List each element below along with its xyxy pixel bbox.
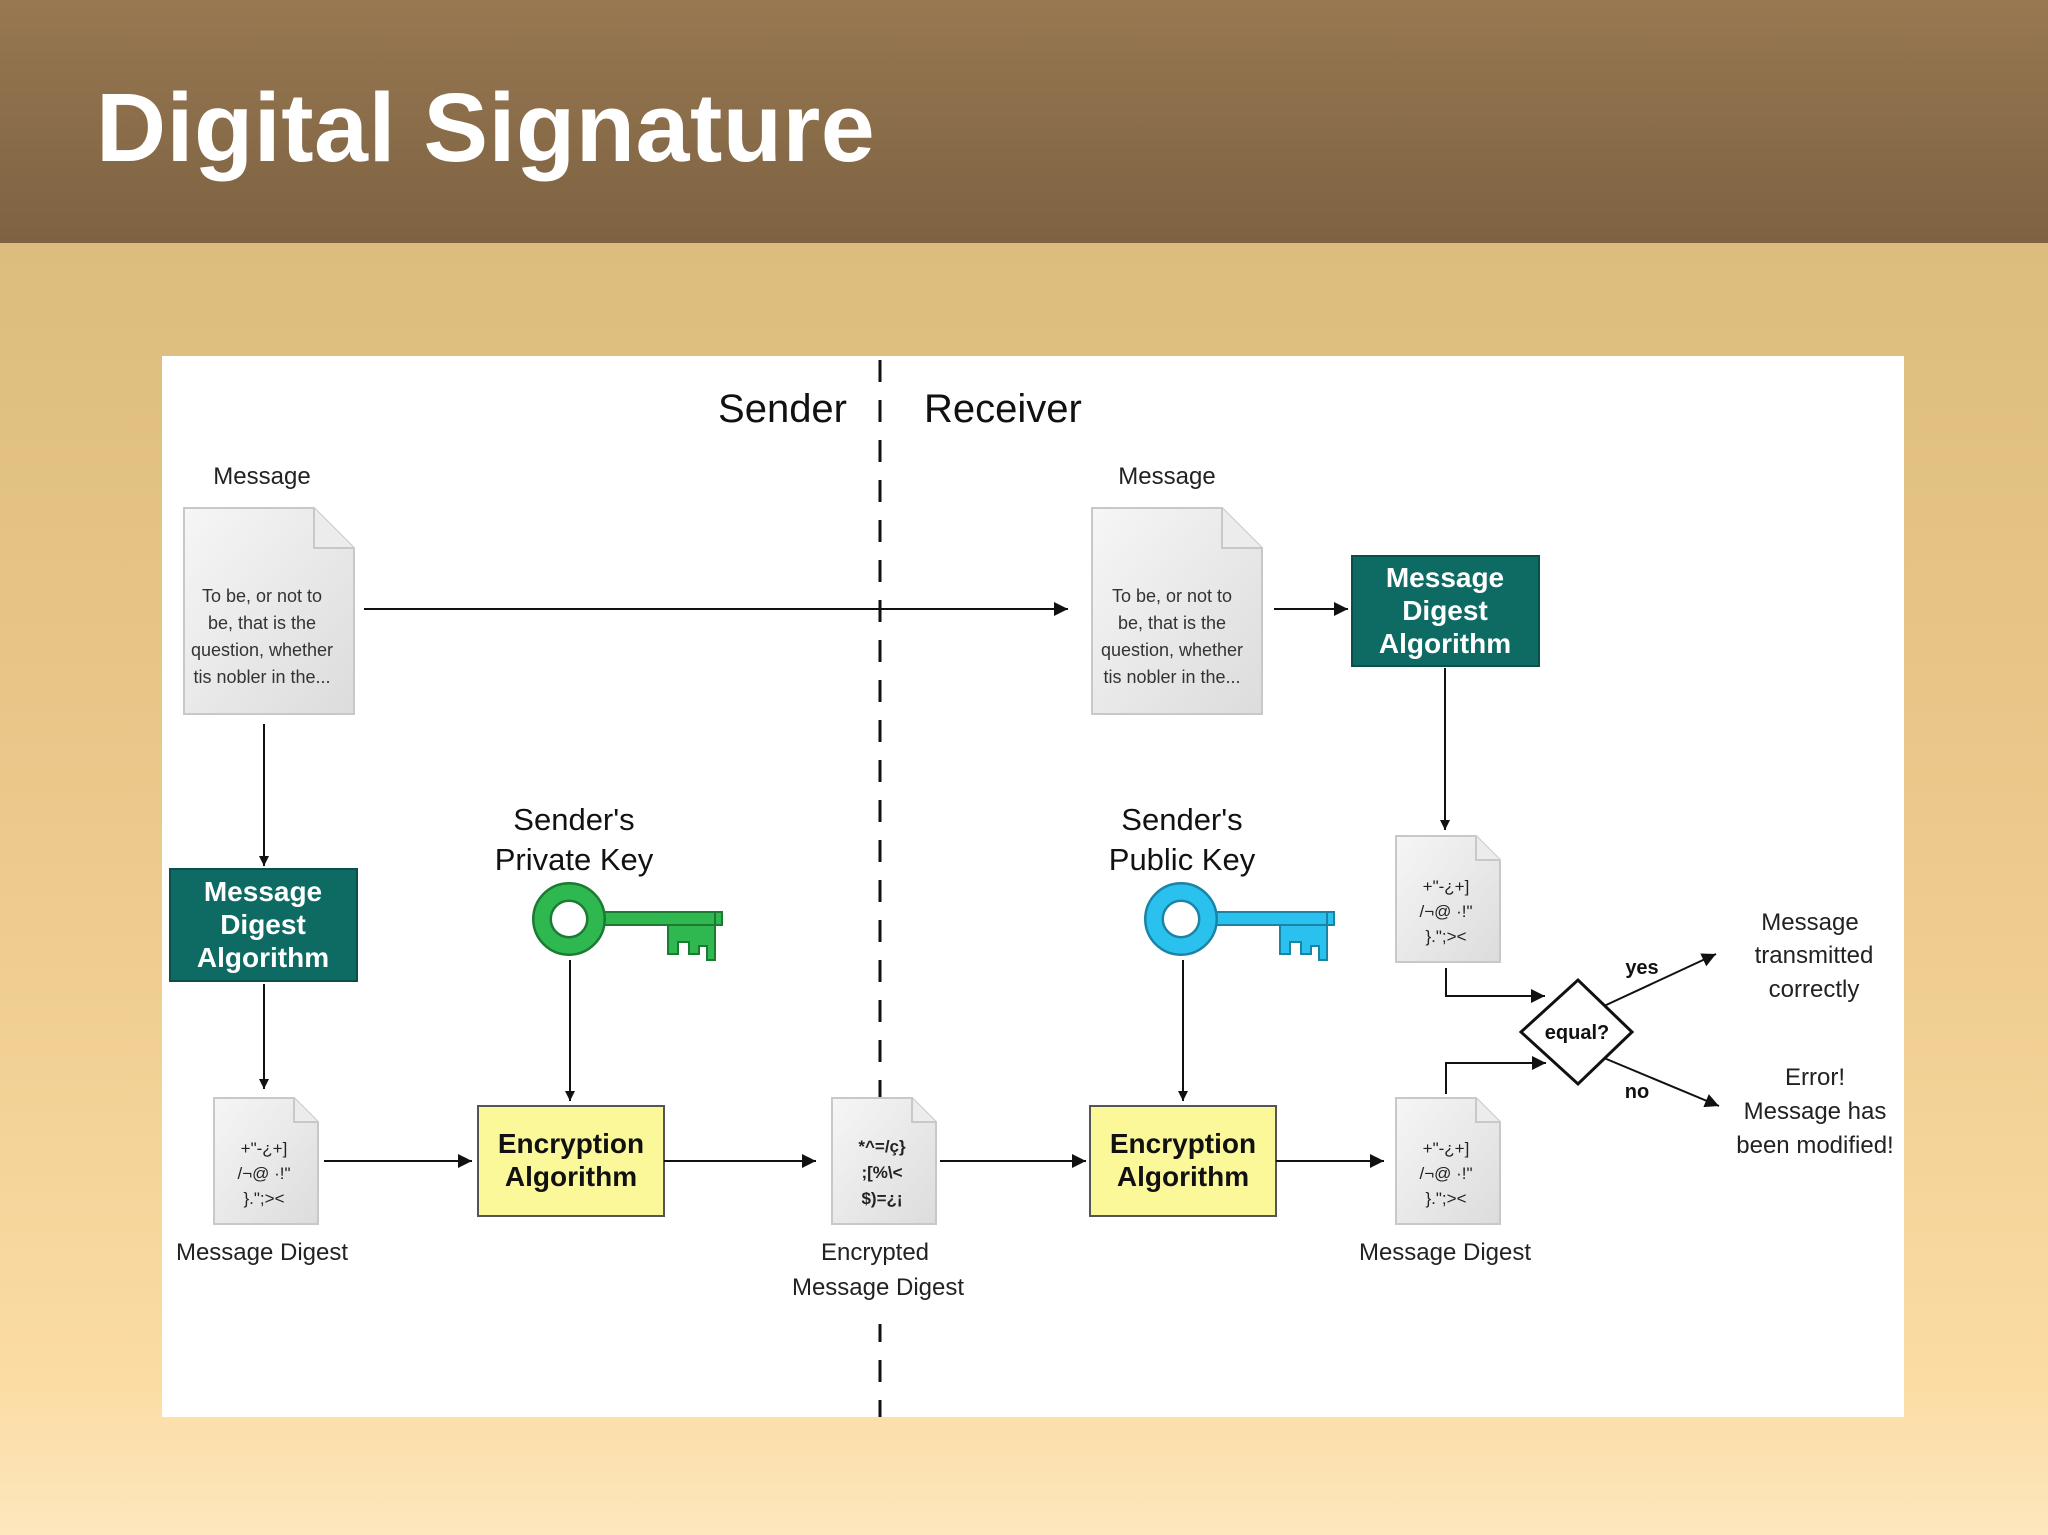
svg-text:/¬@ ·!": /¬@ ·!" xyxy=(1419,902,1472,921)
public-key-icon xyxy=(1144,882,1335,961)
digital-signature-diagram: Sender Receiver Message To be, or not to… xyxy=(169,360,1894,1417)
svg-text:Algorithm: Algorithm xyxy=(505,1161,637,1192)
title-bar: Digital Signature xyxy=(0,0,2048,243)
sender-message-label: Message xyxy=(213,463,310,490)
encrypted-label: Encrypted xyxy=(821,1239,929,1266)
arrow-yes xyxy=(1603,953,1717,1007)
receiver-digest-label: Message Digest xyxy=(1359,1239,1531,1266)
sender-mda-box: Message Digest Algorithm xyxy=(169,868,358,982)
encrypted-label: Message Digest xyxy=(792,1274,964,1301)
svg-text:*^=/ç}: *^=/ç} xyxy=(858,1137,906,1156)
public-key-label: Sender's xyxy=(1121,802,1242,837)
ok-text: correctly xyxy=(1769,976,1860,1003)
error-text: Message has xyxy=(1744,1098,1887,1125)
svg-text:}.";><: }.";>< xyxy=(1425,1189,1466,1208)
svg-text:/¬@ ·!": /¬@ ·!" xyxy=(1419,1164,1472,1183)
encrypted-digest-document: *^=/ç} ;[%\< $)=¿¡ xyxy=(831,1097,937,1225)
svg-text:Message: Message xyxy=(1386,562,1504,593)
svg-text:;[%\<: ;[%\< xyxy=(861,1163,902,1182)
message-line: question, whether xyxy=(1101,640,1243,660)
private-key-icon xyxy=(532,882,723,961)
ok-text: transmitted xyxy=(1755,942,1874,969)
equal-label: equal? xyxy=(1545,1022,1609,1044)
svg-text:}.";><: }.";>< xyxy=(243,1189,284,1208)
receiver-digest-document-bottom: +"-¿+] /¬@ ·!" }.";>< xyxy=(1395,1097,1501,1225)
svg-text:Algorithm: Algorithm xyxy=(1117,1161,1249,1192)
sender-digest-document: +"-¿+] /¬@ ·!" }.";>< xyxy=(213,1097,319,1225)
svg-text:Message: Message xyxy=(204,876,322,907)
receiver-message-document: To be, or not to be, that is the questio… xyxy=(1091,507,1263,715)
svg-text:Encryption: Encryption xyxy=(1110,1128,1256,1159)
svg-text:+"-¿+]: +"-¿+] xyxy=(241,1139,288,1158)
svg-text:Digest: Digest xyxy=(1402,595,1488,626)
message-line: be, that is the xyxy=(208,613,316,633)
sender-encryption-box: Encryption Algorithm xyxy=(477,1105,665,1217)
receiver-encryption-box: Encryption Algorithm xyxy=(1089,1105,1277,1217)
yes-label: yes xyxy=(1625,957,1658,979)
message-line: tis nobler in the... xyxy=(193,667,330,687)
error-text: been modified! xyxy=(1736,1132,1893,1159)
message-line: To be, or not to xyxy=(1112,586,1232,606)
svg-text:Algorithm: Algorithm xyxy=(1379,628,1511,659)
message-line: To be, or not to xyxy=(202,586,322,606)
sender-label: Sender xyxy=(718,387,847,431)
diagram-panel: Sender Receiver Message To be, or not to… xyxy=(162,356,1904,1417)
svg-text:+"-¿+]: +"-¿+] xyxy=(1423,1139,1470,1158)
svg-text:$)=¿¡: $)=¿¡ xyxy=(861,1189,902,1208)
slide-title: Digital Signature xyxy=(96,73,876,182)
receiver-mda-box: Message Digest Algorithm xyxy=(1351,555,1540,667)
svg-text:Algorithm: Algorithm xyxy=(197,942,329,973)
no-label: no xyxy=(1625,1081,1649,1103)
receiver-label: Receiver xyxy=(924,387,1082,431)
arrow-bottom-digest-to-equal xyxy=(1445,1056,1546,1094)
receiver-message-label: Message xyxy=(1118,463,1215,490)
message-line: be, that is the xyxy=(1118,613,1226,633)
svg-text:}.";><: }.";>< xyxy=(1425,927,1466,946)
svg-text:+"-¿+]: +"-¿+] xyxy=(1423,877,1470,896)
message-line: tis nobler in the... xyxy=(1103,667,1240,687)
private-key-label: Sender's xyxy=(513,802,634,837)
error-text: Error! xyxy=(1785,1064,1845,1091)
arrow-top-digest-to-equal xyxy=(1445,968,1545,1003)
private-key-label: Private Key xyxy=(495,842,654,877)
svg-text:Encryption: Encryption xyxy=(498,1128,644,1159)
arrow-no xyxy=(1603,1057,1720,1108)
sender-message-document: To be, or not to be, that is the questio… xyxy=(183,507,355,715)
receiver-digest-document-top: +"-¿+] /¬@ ·!" }.";>< xyxy=(1395,835,1501,963)
ok-text: Message xyxy=(1761,909,1858,936)
message-line: question, whether xyxy=(191,640,333,660)
svg-text:/¬@ ·!": /¬@ ·!" xyxy=(237,1164,290,1183)
svg-text:Digest: Digest xyxy=(220,909,306,940)
public-key-label: Public Key xyxy=(1109,842,1256,877)
sender-digest-label: Message Digest xyxy=(176,1239,348,1266)
